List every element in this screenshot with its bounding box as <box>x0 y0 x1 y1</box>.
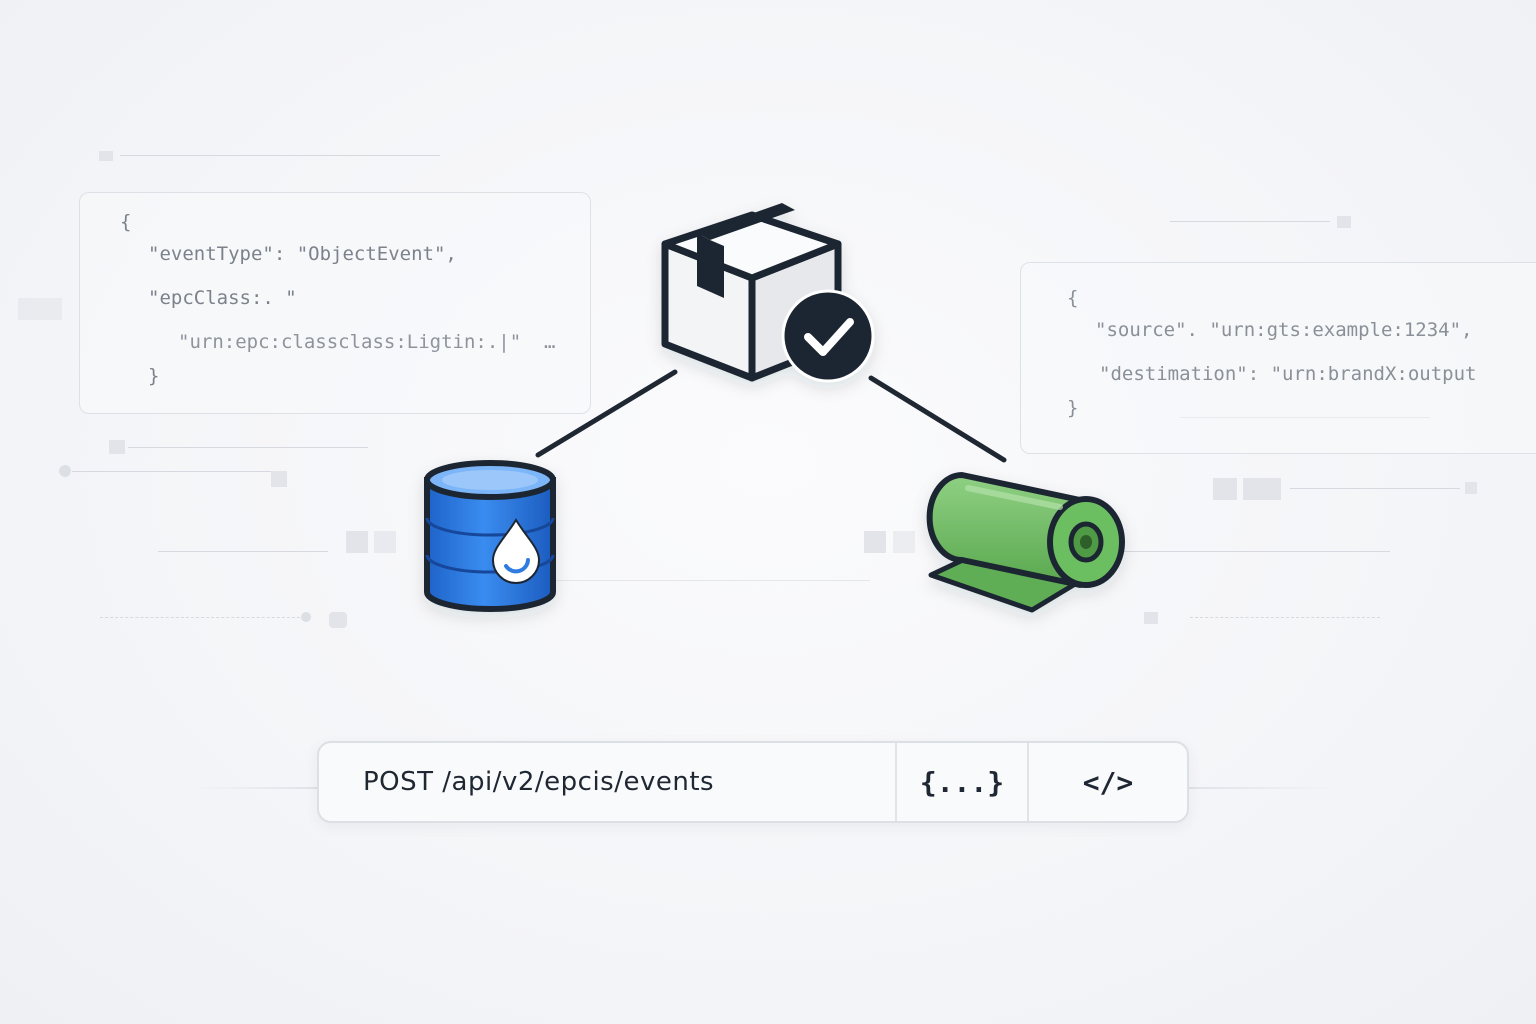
deco-square <box>346 531 368 553</box>
deco-dot <box>59 465 71 477</box>
deco-dot <box>301 612 311 622</box>
deco-square <box>374 531 396 553</box>
deco-line <box>1290 488 1460 489</box>
deco-line <box>1120 551 1390 552</box>
connector-line-left <box>535 369 678 458</box>
deco-line <box>100 617 300 619</box>
deco-square <box>18 298 62 320</box>
deco-line <box>1170 221 1330 222</box>
deco-square <box>109 440 125 454</box>
deco-square <box>1144 612 1158 624</box>
deco-line <box>72 471 272 472</box>
deco-line <box>158 551 328 552</box>
deco-square <box>271 471 287 487</box>
json-code-panel-left: { "eventType": "ObjectEvent", "epcClass:… <box>79 192 591 414</box>
deco-square <box>864 531 886 553</box>
fabric-roll-icon <box>926 472 1125 613</box>
endpoint-rail-right <box>1189 787 1339 789</box>
connector-line-right <box>868 375 1007 463</box>
deco-square <box>893 531 915 553</box>
deco-square <box>99 151 113 161</box>
code-line: "destimation": "urn:brandX:output <box>1099 363 1477 385</box>
xml-format-button[interactable]: </> <box>1082 765 1134 799</box>
api-endpoint-bar: POST /api/v2/epcis/events {...} </> <box>317 741 1189 823</box>
deco-square <box>329 612 347 628</box>
json-format-button[interactable]: {...} <box>897 743 1029 821</box>
deco-line <box>1190 617 1380 619</box>
deco-line <box>540 580 870 581</box>
deco-square <box>1213 478 1237 500</box>
api-endpoint-url[interactable]: POST /api/v2/epcis/events <box>319 743 897 821</box>
deco-square <box>1465 482 1477 494</box>
endpoint-rail-left <box>190 787 318 789</box>
package-check-icon <box>661 203 875 383</box>
deco-line <box>120 155 440 156</box>
code-line: } <box>148 365 160 387</box>
code-line: "eventType": "ObjectEvent", <box>148 243 457 265</box>
code-line: } <box>1067 397 1079 419</box>
code-line: { <box>120 211 132 233</box>
deco-square <box>1243 478 1281 500</box>
code-line: "urn:epc:classclass:Ligtin:.|" … <box>178 331 556 353</box>
database-water-icon <box>424 460 556 612</box>
json-code-panel-right: { "source". "urn:gts:example:1234", "des… <box>1020 262 1536 454</box>
code-line: "source". "urn:gts:example:1234", <box>1095 319 1473 341</box>
code-line: "epcClass:. " <box>148 287 297 309</box>
code-line: { <box>1067 287 1079 309</box>
deco-line <box>128 447 368 448</box>
deco-square <box>1337 216 1351 228</box>
